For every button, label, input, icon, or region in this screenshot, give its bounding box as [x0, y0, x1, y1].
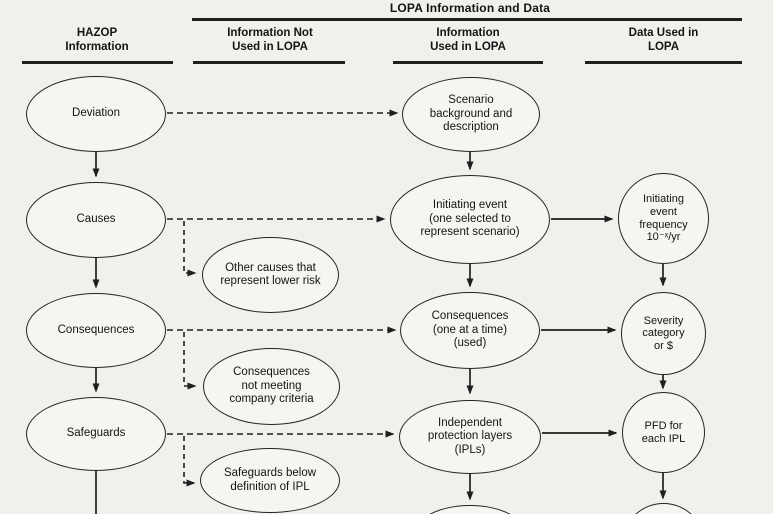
dashed-branch-safeguards-to-below-ipl [183, 436, 196, 487]
data-used-header-underline [585, 61, 742, 64]
column-header-information-not-used: Information Not Used in LOPA [227, 27, 313, 53]
node-safeguards: Safeguards [26, 397, 166, 471]
node-causes: Causes [26, 182, 166, 258]
dashed-branch-consequences-to-not-meeting [183, 332, 197, 390]
node-severity-category: Severity category or $ [621, 292, 706, 375]
diagram-title: LOPA Information and Data [389, 1, 551, 15]
title-underline [192, 18, 742, 21]
node-initiating-frequency: Initiating event frequency 10⁻ˣ/yr [618, 173, 709, 264]
node-consequences: Consequences [26, 293, 166, 368]
node-consequences-not-meeting: Consequences not meeting company criteri… [203, 348, 340, 425]
used-header-underline [393, 61, 543, 64]
node-consequences-used: Consequences (one at a time) (used) [400, 292, 540, 369]
node-initiating-event: Initiating event (one selected to repres… [390, 175, 550, 264]
node-scenario-background: Scenario background and description [402, 77, 540, 152]
node-pfd-each-ipl: PFD for each IPL [622, 392, 705, 473]
dashed-branch-causes-to-other-causes [183, 221, 197, 277]
not-used-header-underline [193, 61, 345, 64]
node-other-causes: Other causes that represent lower risk [202, 237, 339, 313]
column-header-data-used: Data Used in LOPA [628, 27, 699, 53]
node-ipls: Independent protection layers (IPLs) [399, 400, 541, 474]
column-header-hazop-information: HAZOP Information [65, 27, 129, 53]
node-deviation: Deviation [26, 76, 166, 152]
node-safeguards-below-ipl: Safeguards below definition of IPL [200, 448, 340, 513]
hazop-header-underline [22, 61, 173, 64]
column-header-information-used: Information Used in LOPA [430, 27, 506, 53]
